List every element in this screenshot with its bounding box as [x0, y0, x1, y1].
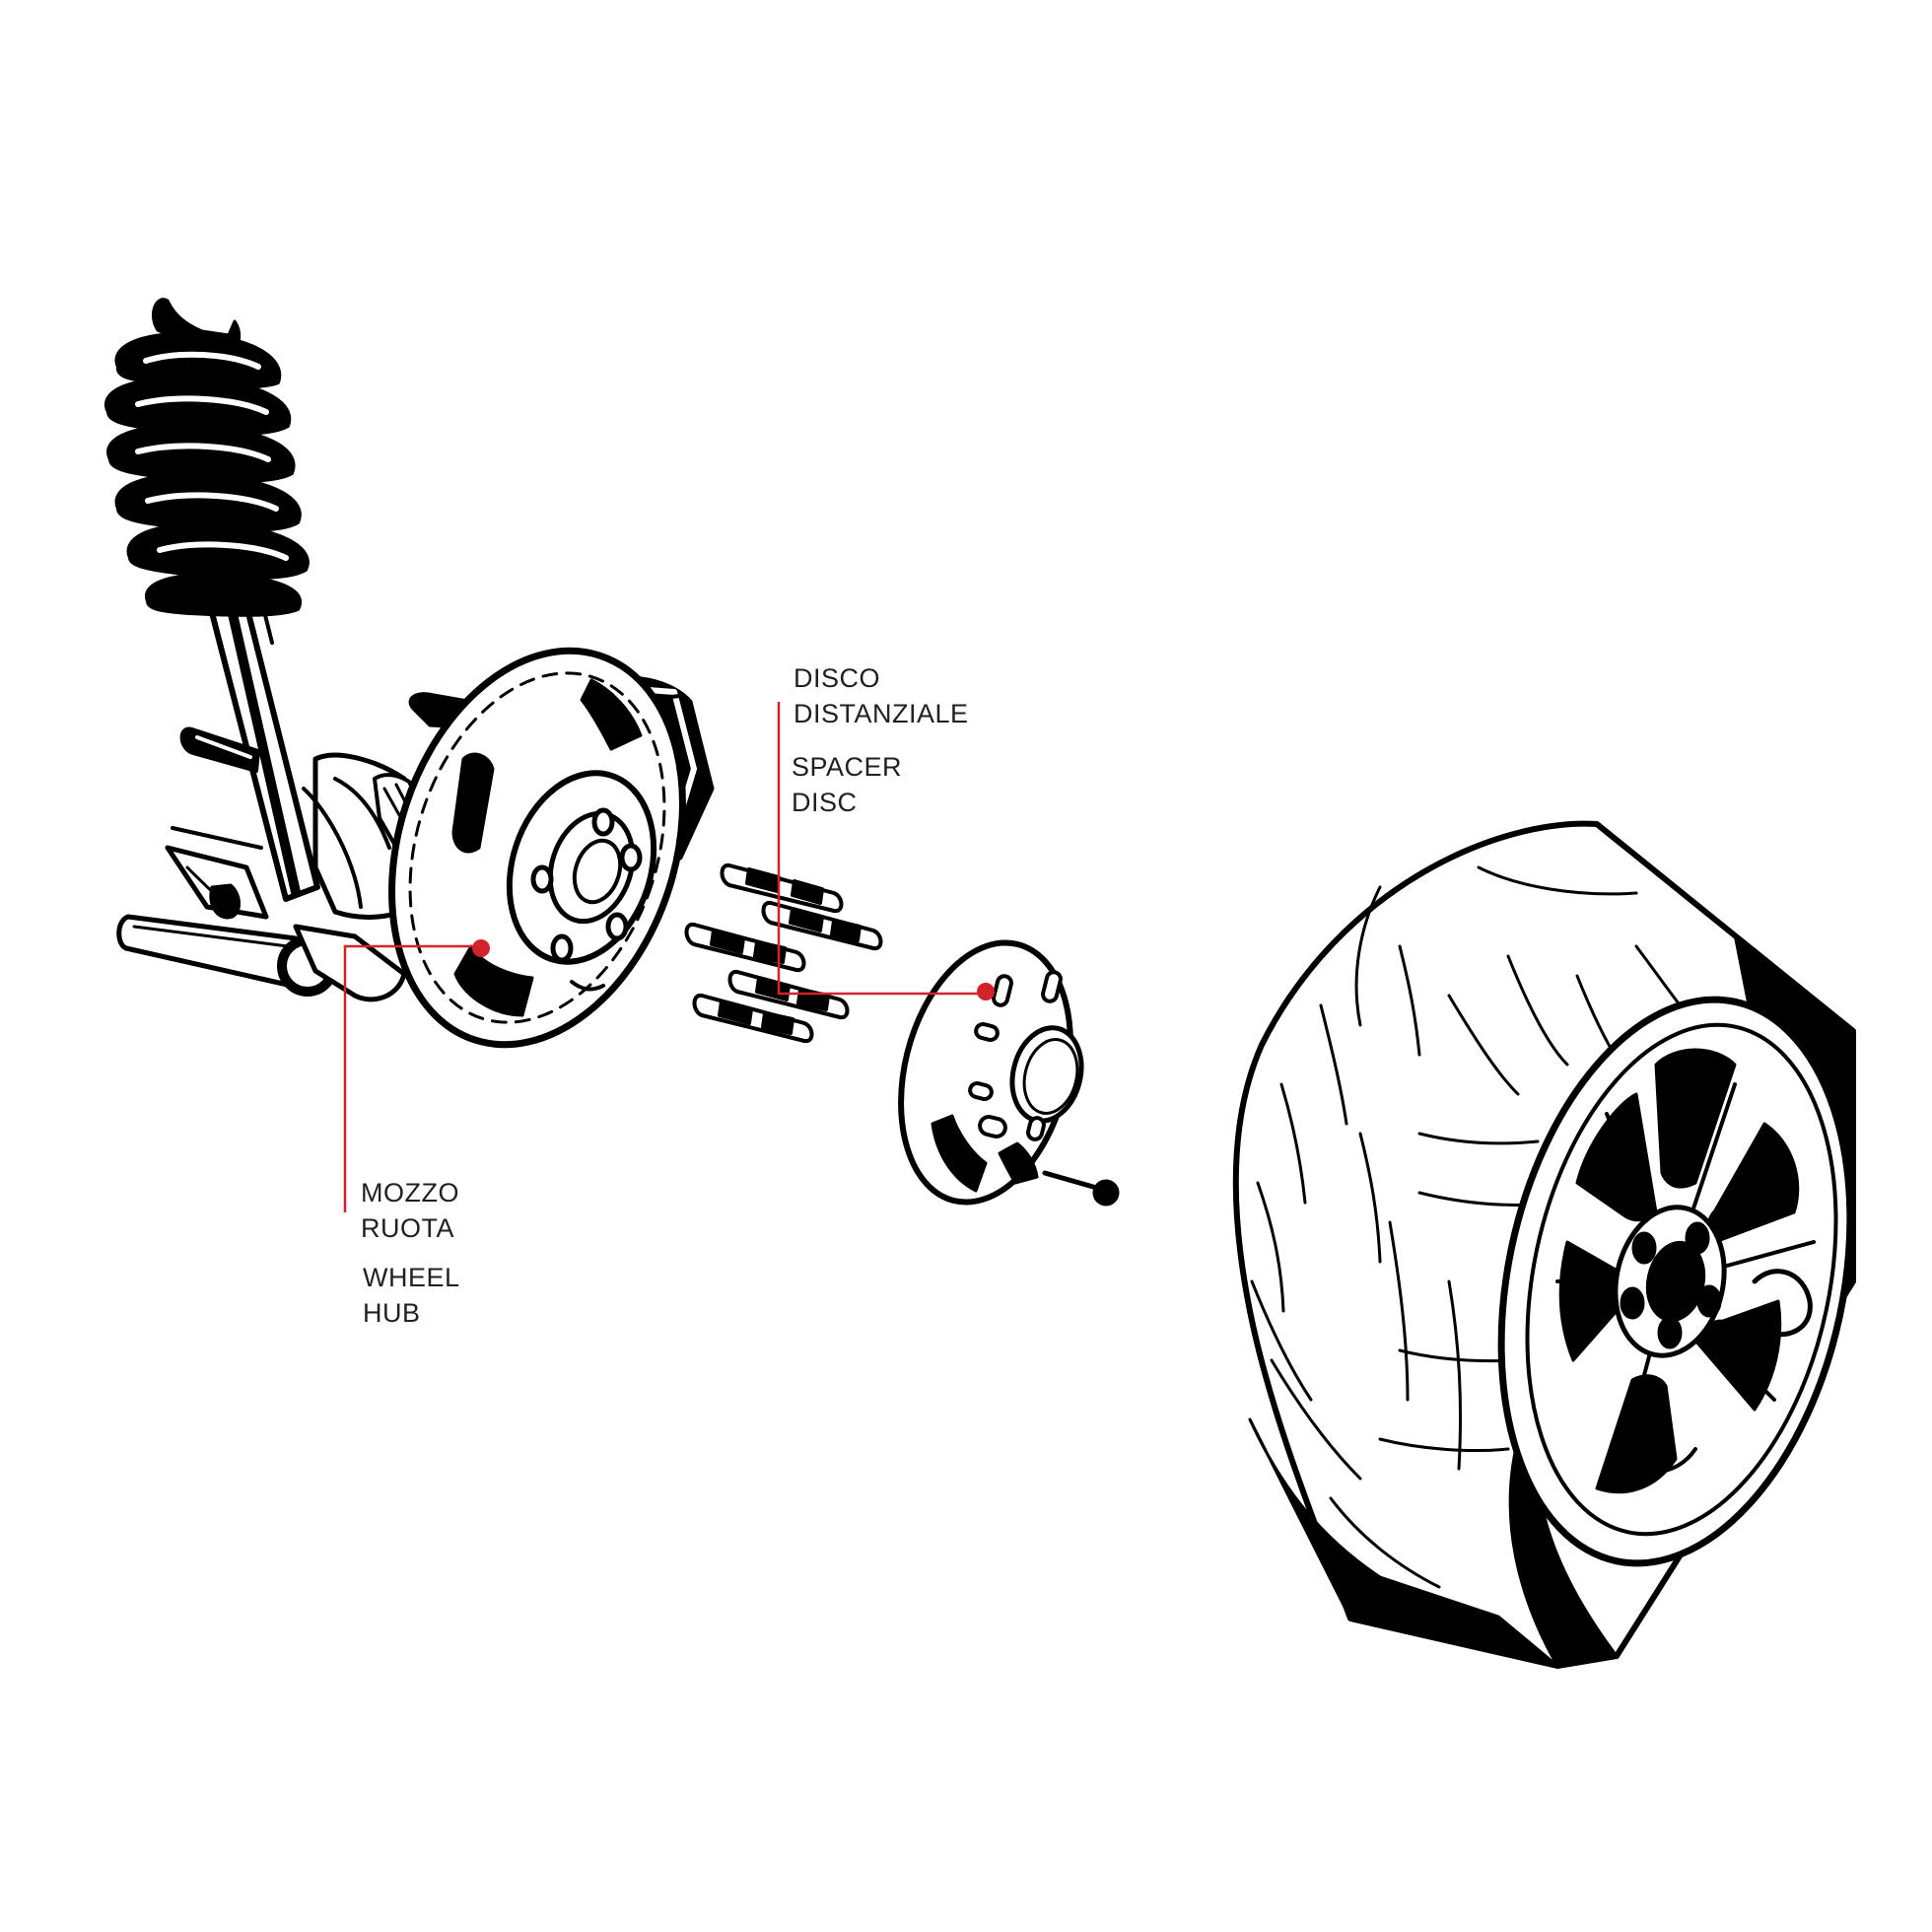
- label-line: RUOTA: [361, 1213, 454, 1243]
- alloy-rim: [1497, 996, 1854, 1567]
- coil-spring: [104, 332, 310, 617]
- brake-rotor: [388, 647, 686, 1049]
- wheel-bolts: [684, 862, 883, 1044]
- label-spacer-english: SPACER DISC: [792, 749, 902, 820]
- label-hub-italian: MOZZO RUOTA: [361, 1175, 459, 1246]
- label-line: HUB: [363, 1298, 421, 1328]
- leader-lines: [343, 702, 995, 1212]
- leader-dot-spacer: [977, 983, 995, 1000]
- leader-line-spacer: [777, 702, 986, 996]
- label-line: DISTANZIALE: [794, 699, 969, 728]
- suspension-strut: [104, 298, 320, 902]
- label-line: DISC: [792, 788, 858, 817]
- leader-dot-hub: [472, 939, 490, 957]
- label-line: DISCO: [794, 663, 881, 693]
- spacer-disc: [898, 939, 1120, 1207]
- leader-line-hub: [343, 944, 481, 1212]
- label-hub-english: WHEEL HUB: [363, 1260, 460, 1331]
- label-line: MOZZO: [361, 1178, 459, 1208]
- label-spacer-italian: DISCO DISTANZIALE: [794, 660, 969, 731]
- label-line: SPACER: [792, 752, 903, 782]
- tire-tread: [1250, 822, 1707, 1589]
- label-line: WHEEL: [363, 1263, 460, 1292]
